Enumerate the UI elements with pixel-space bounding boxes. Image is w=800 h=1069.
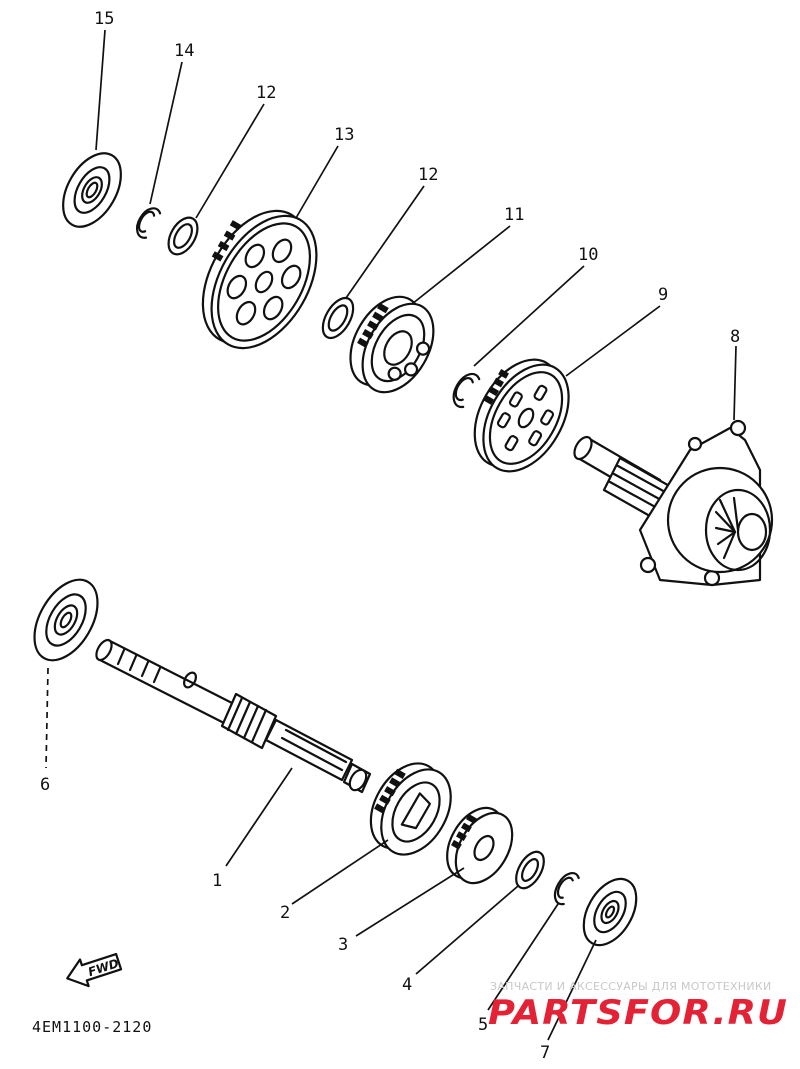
part-2-dog-clutch [369,762,452,856]
part-12-washer-lower [321,296,355,340]
callout-4: 4 [402,975,412,995]
watermark-caption: ЗАПЧАСТИ И АКСЕССУАРЫ ДЛЯ МОТОТЕХНИКИ [490,980,772,993]
part-4-washer [515,850,545,890]
callout-8: 8 [730,327,740,347]
callout-3: 3 [338,935,348,955]
part-1-main-shaft [95,638,372,794]
callout-14: 14 [174,41,194,61]
callout-9: 9 [658,285,668,305]
part-14-circlip [136,207,162,239]
callout-13: 13 [334,125,354,145]
fwd-arrow: FWD [66,952,123,988]
part-12-washer-upper [167,216,199,256]
part-10-circlip [452,372,481,409]
watermark-logo: PARTSFOR.RU [488,993,788,1033]
part-6-bearing [33,578,99,662]
leader-lines [45,29,737,1041]
callout-11: 11 [504,205,524,225]
callout-7: 7 [540,1043,550,1063]
diagram-code: 4EM1100-2120 [32,1018,152,1036]
callout-12-lower: 12 [418,165,438,185]
callout-15: 15 [94,9,114,29]
part-5-circlip [553,872,580,906]
callout-12-upper: 12 [256,83,276,103]
part-9-slotted-gear [473,358,570,473]
callout-numbers: 15 14 12 13 12 11 10 9 8 6 1 2 3 4 5 7 [40,9,740,1063]
callout-2: 2 [280,903,290,923]
part-15-bearing [62,152,122,228]
part-7-bearing [582,877,638,947]
callout-5: 5 [478,1015,488,1035]
part-8-output-shaft [573,419,774,587]
callout-10: 10 [578,245,598,265]
part-11-gear-with-pins [349,295,435,394]
callout-6: 6 [40,775,50,795]
part-3-gear [446,806,514,885]
callout-1: 1 [212,871,222,891]
part-13-gear [201,209,318,350]
